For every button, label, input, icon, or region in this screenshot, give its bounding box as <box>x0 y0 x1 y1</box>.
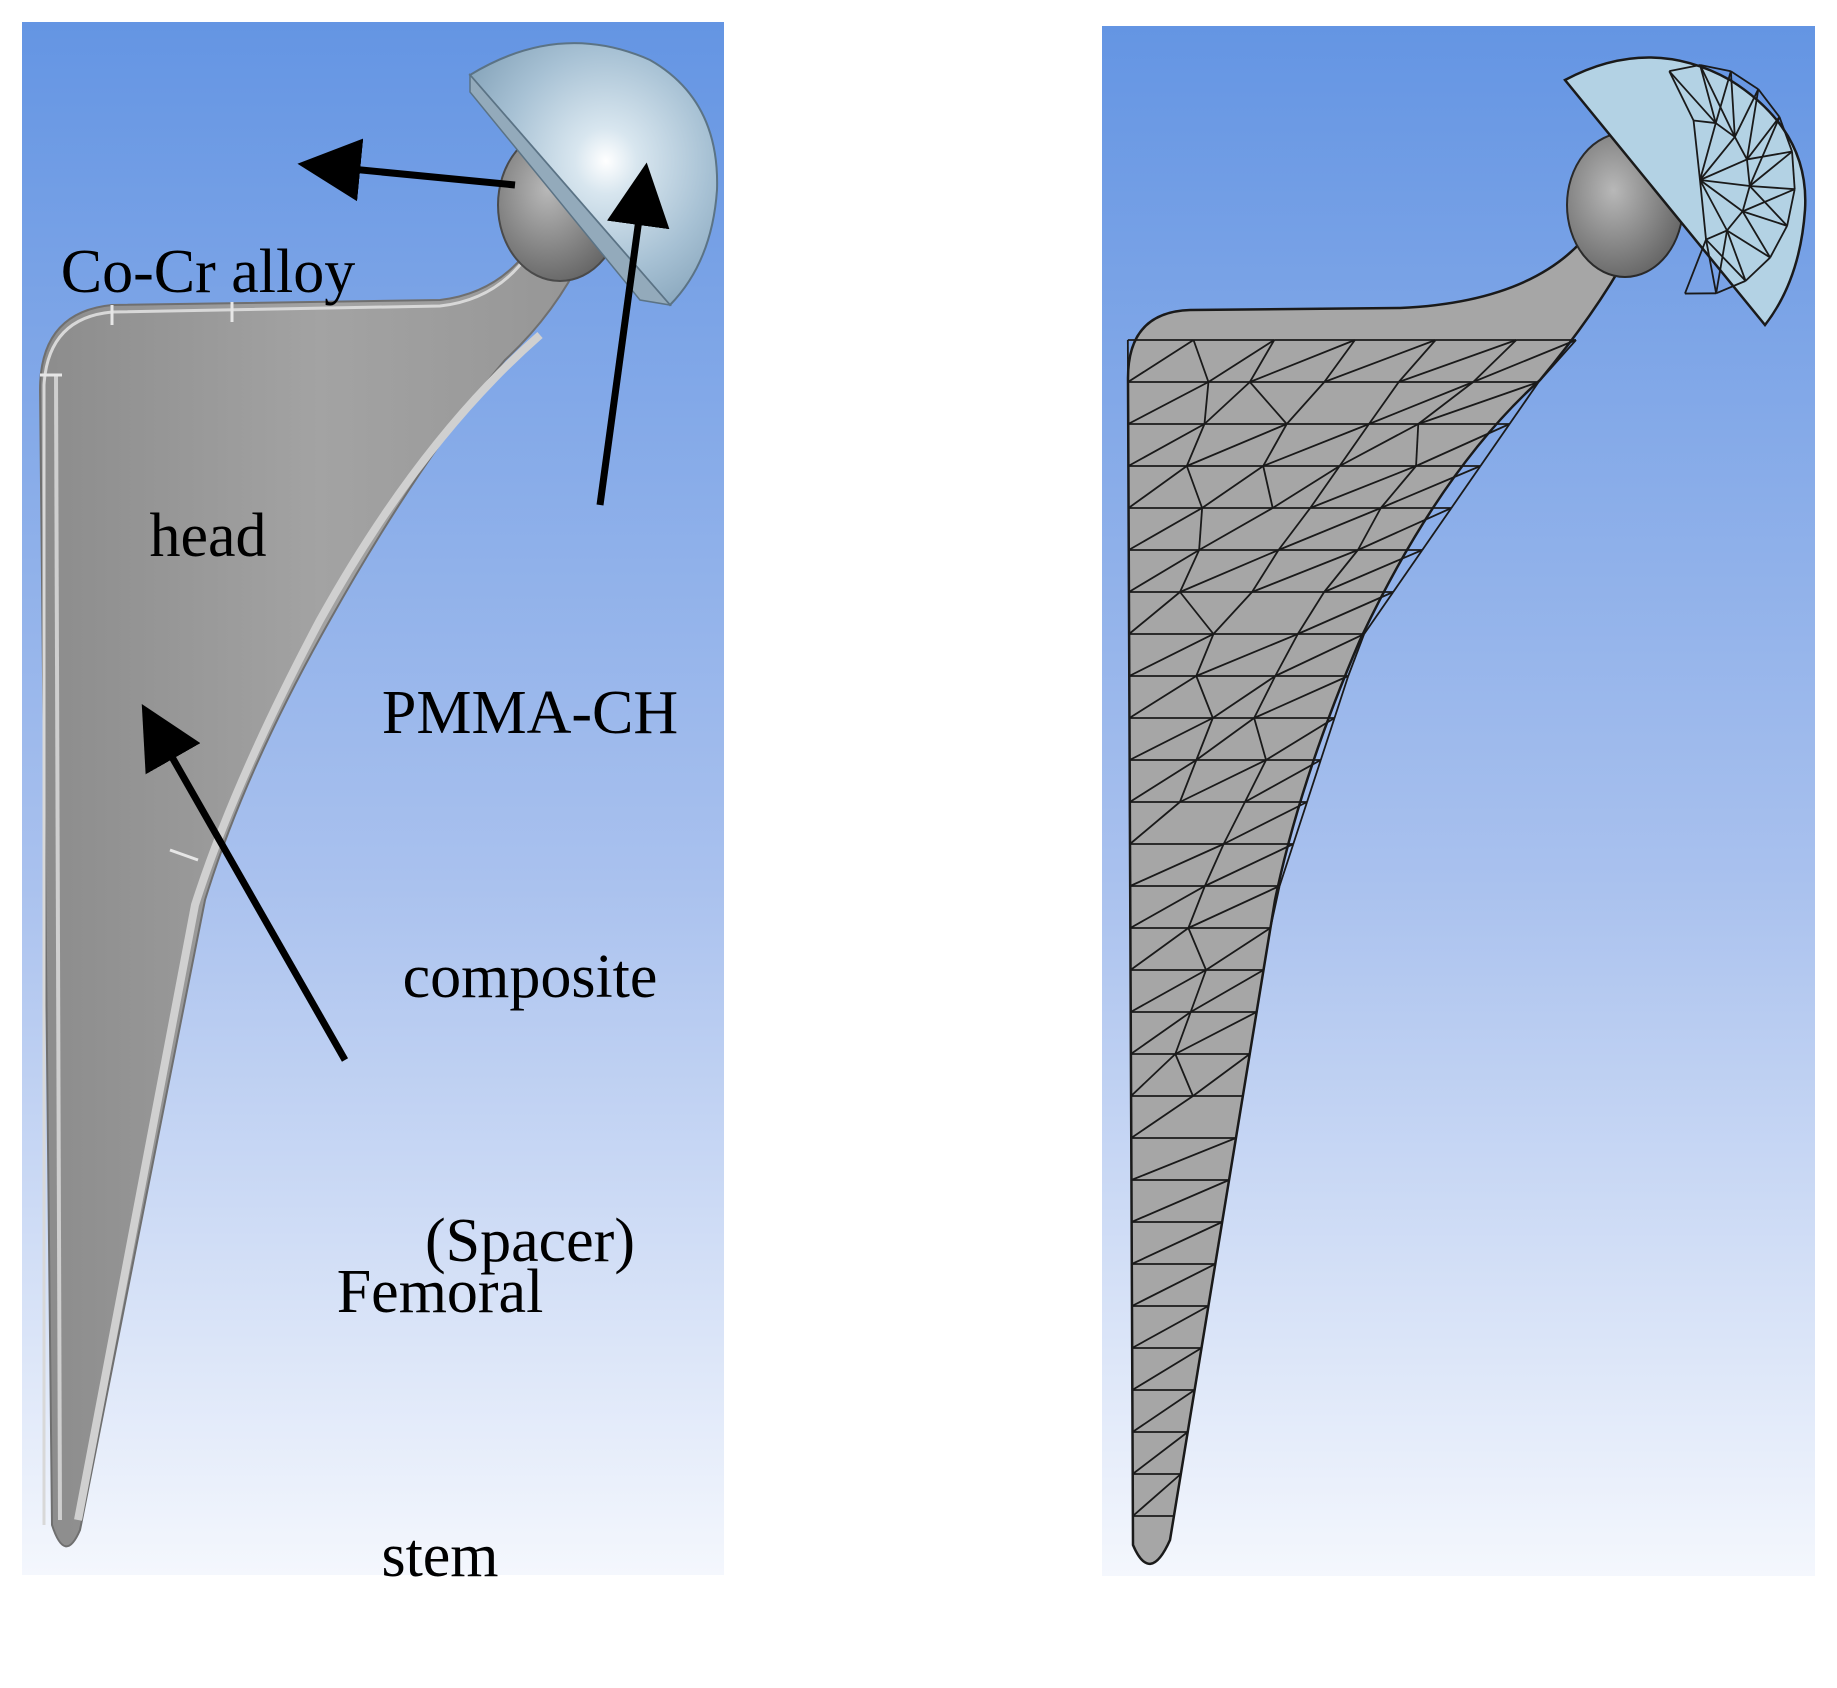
stem-label: Femoral stem <box>290 1072 590 1688</box>
spacer-label-line2: composite <box>340 933 720 1021</box>
stem-label-line1: Femoral <box>290 1248 590 1336</box>
spacer-label-line1: PMMA-CH <box>340 669 720 757</box>
head-label-line2: head <box>28 492 388 580</box>
head-label: Co-Cr alloy head <box>28 52 388 668</box>
right-panel-mesh-model <box>1102 26 1815 1576</box>
stem-label-line2: stem <box>290 1512 590 1600</box>
head-label-line1: Co-Cr alloy <box>28 228 388 316</box>
